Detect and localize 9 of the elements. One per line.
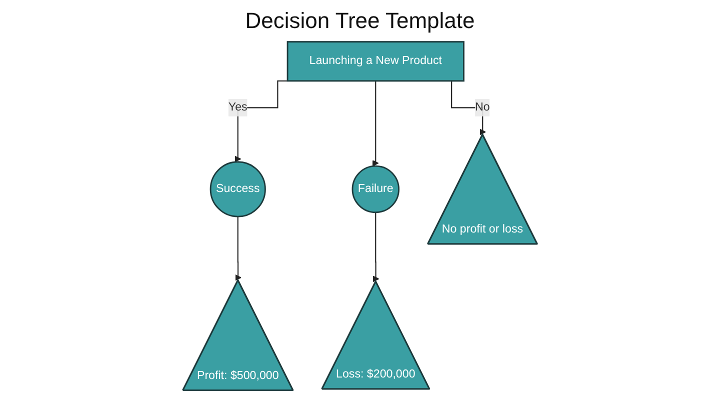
node-box: Launching a New Product — [286, 41, 464, 82]
arrow — [372, 80, 379, 166]
node-circle: Success — [210, 161, 266, 218]
diagram-title: Decision Tree Template — [244, 8, 476, 34]
edge-label: Yes — [228, 101, 248, 114]
node-circle: Failure — [352, 165, 400, 214]
edge-label: No — [475, 101, 490, 114]
arrow — [372, 212, 380, 282]
arrow — [235, 216, 242, 281]
